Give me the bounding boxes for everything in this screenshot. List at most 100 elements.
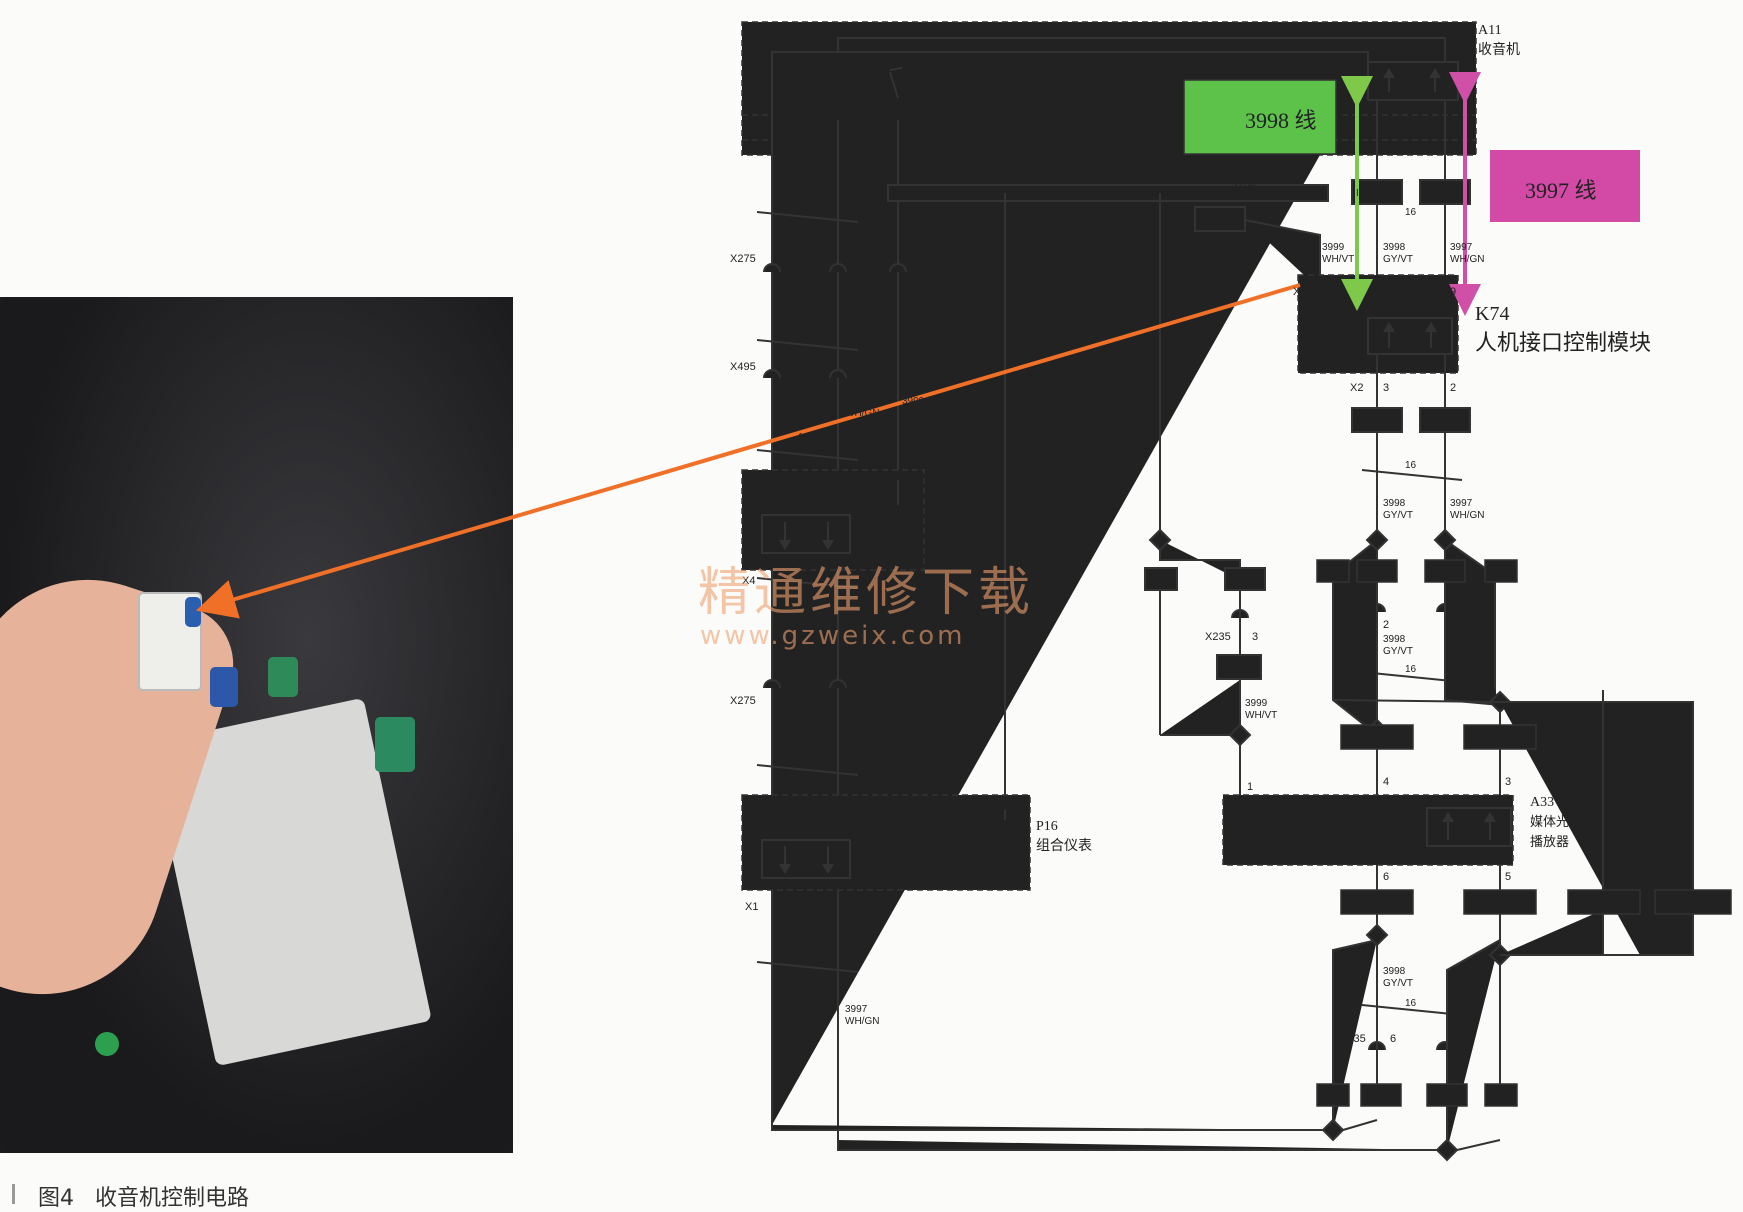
wire-label: WH/VT [1245,710,1277,721]
green-plug [268,657,298,697]
pin: 6 [1390,1033,1396,1045]
io-label: IO5/IO6 [1424,188,1459,199]
ntg5-left [1224,567,1266,591]
wire-label: 3997 [845,718,868,729]
blue-plug [210,667,238,707]
12v-label: 12V [886,507,904,518]
callout-3997-label: 3997 线 [1525,178,1597,203]
tg5-b2 [1484,1083,1518,1107]
wire-label: 3997 [845,396,868,407]
twist-label: 16 [798,752,810,763]
wire-label: GY/VT [1383,646,1413,657]
green-grommet [95,1032,119,1056]
wire-label: 3999 [1010,396,1033,407]
ntg5-r2 [1424,559,1466,583]
tg5wcn-l2 [1340,889,1414,915]
pin: 1 [1450,619,1456,631]
pin: 2 [1383,619,1389,631]
pin: 10 [783,695,795,707]
io-label: IO5/IO6 [1198,215,1233,226]
wire-label: 3997 [845,1004,868,1015]
pointer-arrow [195,283,1301,619]
wire-label: GY/VT [776,654,806,665]
pin: 8 [1383,286,1389,298]
wire-label: GY/VT [1383,510,1413,521]
t3-code: T3 [930,497,946,512]
wire-label: GY/VT [776,308,806,319]
io-label: IO5/IO6 [1356,416,1391,427]
pin: 4 [1380,119,1386,131]
t3-io-block [761,514,851,554]
x4-label: X4 [742,481,755,493]
green-plug-2 [375,717,415,772]
pin: 40 [781,253,793,265]
wire-label: WH/GN [845,164,879,175]
wire-label: WH/GN [1450,510,1484,521]
pin: 2 [1450,382,1456,394]
watermark-line1: 精通维修下载 [698,563,1034,623]
tg5-label: TG5 [1488,567,1508,578]
wire-label: WH/GN [845,730,879,741]
twist-label: 16 [1405,460,1417,471]
pin: 6 [1383,871,1389,883]
ntg5-label: -TG5 [1228,575,1251,586]
pin: 3 [1505,776,1511,788]
pin: 18 [845,901,857,913]
pin: 1 [843,123,849,135]
wire-label: 3998 [776,152,799,163]
pin: 41 [848,253,860,265]
k74-code: K74 [1475,303,1509,325]
wire-label: 3998 [776,718,799,729]
j204-splice-bar [887,184,1329,202]
wire-label: GY/VT [776,1016,806,1027]
wire-label: WH/VT [902,164,934,175]
wire-label: 3999 [902,396,925,407]
ntg5wcn-label: -TG5/WCN [1571,898,1620,909]
wire-label: 3997 [1450,498,1473,509]
tg5-r2 [1484,559,1518,583]
x275-label: X275 [730,253,756,265]
pin: 1 [845,806,851,818]
twist-label: 16 [1405,207,1417,218]
pin: 6 [902,123,908,135]
a33-io-block [1426,807,1512,847]
twist-label: 16 [798,328,810,339]
ntg5wcn-1 [1567,889,1641,915]
x2-a11: X2 [743,123,756,135]
twist-label: 16 [1405,664,1417,675]
wire-label: WH/GN [1450,254,1484,265]
pin: 2 [778,806,784,818]
p16-code: P16 [1036,819,1058,834]
callout-3997 [1490,150,1640,222]
pin: 29 [906,253,918,265]
tg5wcn-l1 [1340,724,1414,750]
wire-label: 3999 [1165,326,1188,337]
wire-label: WH/GN [1450,978,1484,989]
wire-label: GY/VT [1383,254,1413,265]
wire-label: WH/GN [845,408,879,419]
wcn-label: WCN [1222,663,1246,674]
pin: 2 [776,123,782,135]
wire-label: WH/VT [1322,254,1354,265]
pin: 1 [782,361,788,373]
wire-label: GY/VT [776,164,806,175]
x4-label-2: X4 [742,575,755,587]
wire-label: GY/VT [1383,978,1413,989]
tg5-label: TG5 [1488,1091,1508,1102]
wire-label: 3999 [902,222,925,233]
wire-label: 3998 [1383,966,1406,977]
x1-label: X1 [745,806,758,818]
wire-label: 3998 [776,642,799,653]
ntg5-label: -TG5 [1364,1091,1387,1102]
x235-label-3: X235 [1340,1033,1366,1045]
twist-label: 16 [798,196,810,207]
pin: 5 [845,481,851,493]
figure-number: 图4 [38,1186,74,1211]
caption-bar [12,1184,15,1204]
x235-label: X235 [1205,631,1231,643]
p16-name: 组合仪表 [1036,838,1092,854]
k74-name: 人机接口控制模块 [1475,330,1651,355]
k74-io-right [1419,407,1471,433]
wire-label: GY/VT [776,408,806,419]
pin: 3 [1383,382,1389,394]
